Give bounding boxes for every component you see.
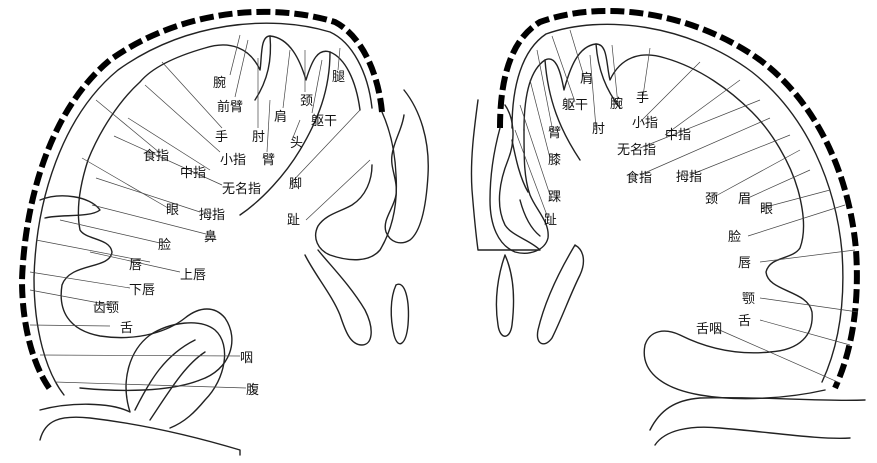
left-label-abdomen: 腹 (246, 382, 259, 398)
right-cerebellum-outline (536, 244, 585, 345)
left-cortex-outer-surface (33, 22, 373, 396)
left-label-trunk: 躯干 (311, 113, 337, 129)
right-labels: 肩 躯干 腕 手 臂 肘 小指 中指 膝 无名指 食指 拇指 踝 颈 眉 趾 眼… (544, 71, 773, 337)
left-label-nose: 鼻 (204, 229, 217, 245)
left-cortex-dashed-border (18, 8, 385, 394)
right-label-eyebrow: 眉 (738, 192, 751, 207)
right-label-wrist: 腕 (610, 96, 623, 112)
right-label-index-finger: 食指 (626, 170, 652, 186)
left-label-middle-finger: 中指 (180, 166, 206, 181)
right-brainstem-outline (470, 99, 541, 251)
left-lateral-fissure (39, 195, 101, 219)
left-small-lobule (390, 283, 410, 345)
left-cerebellum-outline (304, 249, 372, 346)
right-label-tongue-pharynx: 舌咽 (696, 322, 722, 337)
left-label-face: 脸 (158, 238, 171, 253)
right-cortex-outer-surface (511, 23, 844, 383)
left-label-arm: 臂 (262, 153, 275, 168)
right-cortex-inner-surface (523, 43, 826, 400)
left-label-leg: 腿 (332, 70, 345, 85)
right-label-lip: 唇 (738, 256, 751, 271)
left-label-hand: 手 (215, 130, 228, 145)
right-hemisphere (470, 7, 866, 446)
right-label-elbow: 肘 (592, 122, 605, 137)
left-label-ring-finger: 无名指 (222, 181, 261, 197)
right-label-trunk: 躯干 (562, 97, 588, 113)
left-label-elbow: 肘 (252, 130, 265, 145)
right-label-neck: 颈 (705, 192, 718, 207)
right-label-knee: 膝 (548, 153, 561, 168)
right-label-eye: 眼 (760, 202, 773, 217)
right-medial-gyri (511, 139, 541, 237)
right-cortex-dashed-border (497, 7, 860, 390)
right-label-ankle: 踝 (548, 190, 561, 205)
right-label-face: 脸 (728, 230, 741, 245)
left-label-upper-lip: 上唇 (180, 268, 206, 283)
right-label-arm: 臂 (548, 126, 561, 141)
left-medial-wall (314, 111, 398, 261)
left-label-neck: 颈 (300, 94, 313, 109)
left-label-foot: 脚 (289, 176, 302, 192)
right-label-shoulder: 肩 (580, 71, 593, 87)
right-label-middle-finger: 中指 (665, 128, 691, 143)
left-label-head: 头 (290, 136, 303, 151)
left-label-pharynx: 咽 (240, 351, 253, 366)
right-temporal-lobe (649, 396, 866, 431)
left-label-wrist: 腕 (213, 75, 226, 91)
left-base-outline (39, 416, 241, 456)
left-label-toe: 趾 (287, 213, 300, 228)
left-label-eye: 眼 (166, 203, 179, 218)
left-labels: 腕 前臂 肩 颈 腿 手 肘 躯干 食指 小指 臂 头 中指 无名指 脚 眼 拇… (93, 70, 345, 398)
left-temporal-lobe (39, 322, 226, 429)
left-label-shoulder: 肩 (274, 109, 287, 125)
right-medial-wall (489, 127, 549, 254)
left-brainstem-outline (384, 89, 429, 244)
right-sulcus-2 (595, 43, 621, 109)
left-label-thumb: 拇指 (199, 208, 225, 223)
right-leader-lines (514, 29, 859, 384)
right-central-sulcus (544, 59, 581, 161)
left-insula-lines (134, 339, 206, 421)
right-base-outline (654, 426, 851, 446)
left-cortex-inner-surface (60, 35, 361, 392)
left-label-forearm: 前臂 (217, 99, 243, 115)
left-label-lower-lip: 下唇 (129, 283, 155, 298)
right-label-ring-finger: 无名指 (617, 142, 656, 158)
left-label-index-finger: 食指 (143, 148, 169, 164)
right-small-lobule (495, 254, 515, 337)
left-central-sulcus (239, 51, 331, 216)
right-label-little-finger: 小指 (632, 116, 658, 131)
right-label-thumb: 拇指 (676, 170, 702, 185)
left-leader-lines (29, 34, 371, 389)
right-label-toe: 趾 (544, 213, 557, 228)
left-label-lip: 唇 (129, 258, 142, 273)
right-label-jaw: 颚 (742, 292, 755, 307)
right-label-tongue: 舌 (738, 314, 751, 329)
left-label-tongue: 舌 (120, 321, 133, 336)
right-label-hand: 手 (636, 91, 649, 106)
left-label-teeth-jaw: 齿颚 (93, 301, 119, 316)
left-hemisphere (18, 8, 429, 456)
left-label-little-finger: 小指 (220, 153, 246, 168)
